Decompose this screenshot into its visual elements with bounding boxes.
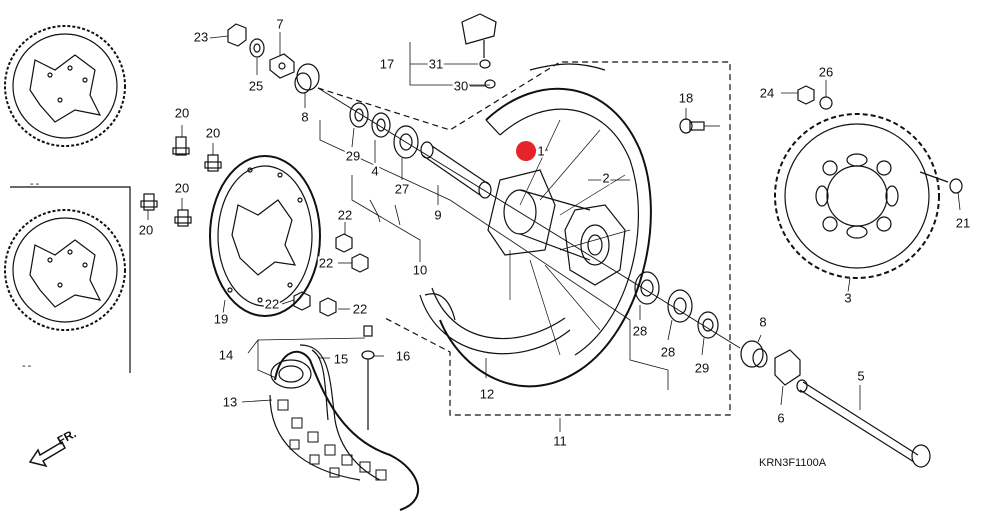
- callout-3: 3: [843, 290, 853, 306]
- wheel-spokes: [509, 119, 631, 356]
- callout-7: 7: [275, 16, 285, 32]
- collar-8: [296, 63, 320, 91]
- callout-12: 12: [478, 386, 496, 402]
- wheel-rim: [424, 63, 652, 388]
- callout-26: 26: [817, 64, 835, 80]
- nut-24: [797, 85, 815, 105]
- callout-22-a: 22: [336, 207, 354, 223]
- inset-frame: [10, 186, 131, 373]
- callout-16: 16: [394, 348, 412, 364]
- callout-28-a: 28: [631, 323, 649, 339]
- callout-8-b: 8: [758, 314, 768, 330]
- callout-13: 13: [221, 394, 239, 410]
- diagram-code: KRN3F1100A: [759, 457, 827, 469]
- callout-20-a: 20: [173, 105, 191, 121]
- callout-30: 30: [452, 78, 470, 94]
- callout-22-b: 22: [317, 255, 335, 271]
- washer-25: [249, 38, 265, 58]
- callout-1: 1: [536, 143, 546, 159]
- inset-mark-top: --: [30, 178, 42, 190]
- inset-brake-disc-top: [4, 25, 126, 147]
- inset-brake-disc-bottom: [4, 209, 126, 331]
- wheel-hub: [487, 169, 626, 286]
- callout-4: 4: [370, 163, 380, 179]
- washer-26: [819, 96, 833, 110]
- callout-6: 6: [776, 410, 786, 426]
- valve-parts: [461, 13, 497, 89]
- callout-15: 15: [332, 351, 350, 367]
- callout-14: 14: [217, 347, 235, 363]
- callout-27: 27: [393, 181, 411, 197]
- inset-mark-bottom: --: [22, 360, 34, 372]
- callout-20-b: 20: [204, 125, 222, 141]
- callout-19: 19: [212, 311, 230, 327]
- adjuster-6: [774, 349, 801, 386]
- highlight-marker: [516, 141, 536, 161]
- spacer-9: [421, 145, 491, 196]
- callout-5: 5: [856, 368, 866, 384]
- rim-band-12: [419, 287, 571, 355]
- callout-18: 18: [677, 90, 695, 106]
- bolt-18: [679, 118, 705, 134]
- callout-11: 11: [552, 433, 568, 449]
- wheel-assembly-box: [317, 61, 731, 416]
- callout-8: 8: [300, 109, 310, 125]
- callout-17: 17: [378, 56, 396, 72]
- sprocket: [774, 113, 940, 279]
- callout-22-d: 22: [351, 301, 369, 317]
- callout-29: 29: [344, 148, 362, 164]
- bearings-left: [349, 102, 419, 159]
- bolt-21: [919, 171, 963, 194]
- callout-23: 23: [192, 29, 210, 45]
- callout-29-b: 29: [693, 360, 711, 376]
- callout-28-b: 28: [659, 344, 677, 360]
- nut-23: [227, 23, 247, 47]
- disc-bolts: [140, 136, 222, 227]
- callout-22-c: 22: [263, 296, 281, 312]
- callout-20-d: 20: [137, 222, 155, 238]
- callout-21: 21: [954, 215, 972, 231]
- front-arrow-icon: [28, 440, 66, 468]
- callout-20-c: 20: [173, 180, 191, 196]
- callout-24: 24: [758, 85, 776, 101]
- collar-8-right: [740, 340, 768, 368]
- callout-31: 31: [427, 56, 445, 72]
- callout-9: 9: [433, 207, 443, 223]
- callout-10: 10: [411, 262, 429, 278]
- callout-2: 2: [601, 170, 611, 186]
- disc-nuts: [293, 233, 369, 317]
- axle-5: [796, 379, 931, 468]
- tire: [269, 350, 420, 511]
- leader-lines: [147, 32, 961, 432]
- axis-line: [317, 87, 741, 349]
- rim-lock-16: [361, 325, 375, 430]
- callout-25: 25: [247, 78, 265, 94]
- brake-disc: [209, 155, 321, 317]
- adjuster-7: [269, 53, 295, 79]
